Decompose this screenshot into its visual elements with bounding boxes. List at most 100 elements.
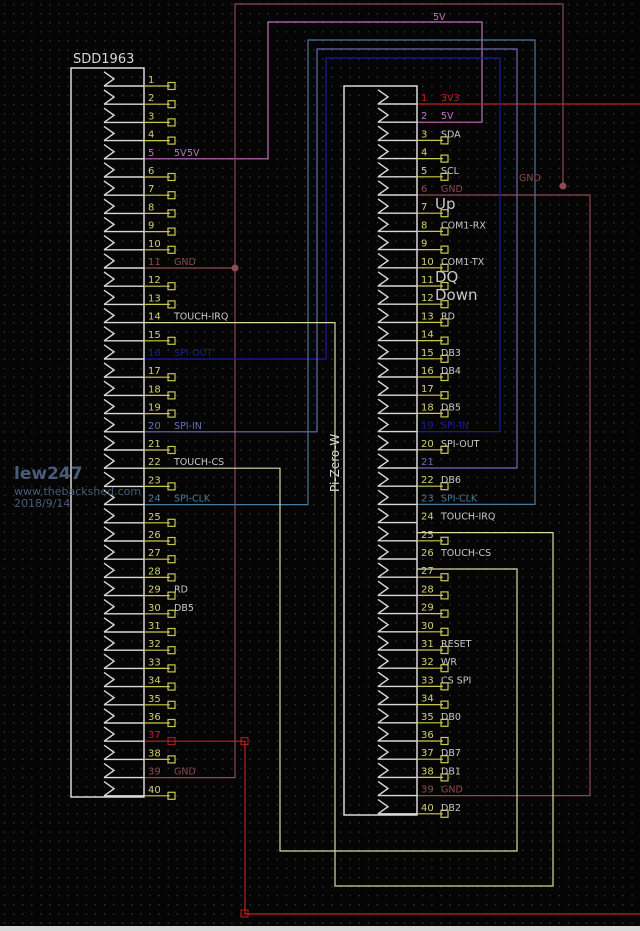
sdd1963-pin-terminal-28[interactable] xyxy=(167,573,176,582)
wire-spi-out[interactable] xyxy=(144,57,501,433)
sdd1963-pin-terminal-30[interactable] xyxy=(167,609,176,618)
pizero-pin-terminal-33[interactable] xyxy=(440,682,449,691)
wire-spi-clk[interactable] xyxy=(144,39,536,506)
pizero-pin-terminal-31[interactable] xyxy=(440,645,449,655)
sdd1963-pin-terminal-31[interactable] xyxy=(167,627,176,637)
pizero-pin-label-33: CS SPI xyxy=(441,675,471,686)
sdd1963-pin-terminal-40[interactable] xyxy=(167,791,176,800)
pizero-pin-number-14: 14 xyxy=(421,330,434,341)
pizero-pin-terminal-10[interactable] xyxy=(440,263,449,272)
sdd1963-pin-spring xyxy=(103,653,116,669)
pizero-pin-terminal-11[interactable] xyxy=(440,281,449,291)
sdd1963-pin-terminal-38[interactable] xyxy=(167,755,176,764)
sdd1963-pin-spring xyxy=(103,107,116,123)
wire-3v3-left[interactable] xyxy=(144,740,640,915)
pizero-pin-number-24: 24 xyxy=(421,512,434,523)
sdd1963-pin-terminal-35[interactable] xyxy=(167,700,176,709)
sdd1963-pin-terminal-19[interactable] xyxy=(167,409,176,418)
pizero-pin-number-8: 8 xyxy=(421,220,427,231)
wire-gnd-pi-loop[interactable] xyxy=(417,194,591,797)
pizero-pin-label-12: Down xyxy=(435,286,478,304)
sdd1963-pin-terminal-2[interactable] xyxy=(167,100,176,109)
sdd1963-pin-number-13: 13 xyxy=(148,293,161,304)
sdd1963-pin-terminal-12[interactable] xyxy=(167,282,176,291)
pizero-pin-spring xyxy=(377,344,390,360)
pizero-pin-terminal-22[interactable] xyxy=(440,482,449,491)
wire-5v[interactable] xyxy=(144,21,483,160)
pizero-pin-terminal-28[interactable] xyxy=(440,591,449,600)
pizero-pin-terminal-4[interactable] xyxy=(440,154,449,163)
terminal-3v3-bottom[interactable] xyxy=(240,909,249,918)
sdd1963-pin-terminal-17[interactable] xyxy=(167,373,176,382)
pizero-pin-terminal-35[interactable] xyxy=(440,718,449,727)
horizontal-scrollbar[interactable] xyxy=(0,926,640,931)
terminal-3v3-corner[interactable] xyxy=(240,737,249,746)
wire-gnd-left-loop[interactable] xyxy=(144,268,236,779)
pizero-pin-terminal-17[interactable] xyxy=(440,391,449,400)
pizero-pin-terminal-36[interactable] xyxy=(440,736,449,746)
sdd1963-pin-terminal-1[interactable] xyxy=(167,81,176,91)
pizero-pin-number-17: 17 xyxy=(421,384,434,395)
sdd1963-pin-spring xyxy=(103,489,116,506)
sdd1963-pin-terminal-32[interactable] xyxy=(167,646,176,655)
pizero-pin-terminal-13[interactable] xyxy=(440,318,449,327)
sdd1963-pin-terminal-36[interactable] xyxy=(167,718,176,728)
pizero-pin-terminal-38[interactable] xyxy=(440,773,449,782)
wire-touch-irq[interactable] xyxy=(144,322,554,887)
sdd1963-pin-spring xyxy=(103,635,116,651)
pizero-pin-number-26: 26 xyxy=(421,548,434,559)
sdd1963-pin-number-3: 3 xyxy=(148,111,154,122)
pizero-pin-number-36: 36 xyxy=(421,730,434,741)
sdd1963-pin-terminal-15[interactable] xyxy=(167,336,176,345)
sdd1963-pin-number-9: 9 xyxy=(148,221,154,232)
pizero-pin-terminal-29[interactable] xyxy=(440,609,449,618)
sdd1963-pin-spring xyxy=(103,690,116,706)
pizero-pin-terminal-32[interactable] xyxy=(440,664,449,673)
sdd1963-pin-terminal-9[interactable] xyxy=(167,227,176,236)
wire-spi-in[interactable] xyxy=(144,48,518,469)
sdd1963-pin-terminal-8[interactable] xyxy=(167,209,176,218)
pizero-pin-terminal-37[interactable] xyxy=(440,755,449,764)
sdd1963-pin-terminal-18[interactable] xyxy=(167,391,176,400)
pizero-pin-spring xyxy=(377,799,390,815)
sdd1963-pin-terminal-7[interactable] xyxy=(167,191,176,200)
sdd1963-pin-terminal-25[interactable] xyxy=(167,518,176,527)
pizero-pin-terminal-27[interactable] xyxy=(440,573,449,582)
pizero-pin-terminal-3[interactable] xyxy=(440,136,449,145)
sdd1963-pin-terminal-34[interactable] xyxy=(167,682,176,691)
sdd1963-pin-terminal-6[interactable] xyxy=(167,172,176,182)
wire-touch-cs[interactable] xyxy=(144,467,518,852)
sdd1963-pin-terminal-21[interactable] xyxy=(167,445,176,455)
pizero-pin-terminal-14[interactable] xyxy=(440,336,449,345)
pizero-pin-terminal-30[interactable] xyxy=(440,627,449,636)
pizero-pin-terminal-9[interactable] xyxy=(440,245,449,254)
sdd1963-pin-terminal-3[interactable] xyxy=(167,118,176,127)
pizero-pin-terminal-18[interactable] xyxy=(440,409,449,418)
pizero-pin-terminal-34[interactable] xyxy=(440,700,449,709)
pizero-pin-terminal-16[interactable] xyxy=(440,372,449,382)
sdd1963-pin-terminal-26[interactable] xyxy=(167,536,176,546)
sdd1963-pin-terminal-13[interactable] xyxy=(167,300,176,309)
sdd1963-pin-terminal-4[interactable] xyxy=(167,136,176,145)
sdd1963-pin-terminal-29[interactable] xyxy=(167,591,176,600)
pizero-pin-terminal-15[interactable] xyxy=(440,354,449,363)
pizero-pin-terminal-40[interactable] xyxy=(440,809,449,818)
sdd1963-pin-terminal-10[interactable] xyxy=(167,245,176,254)
sdd1963-pin-spring xyxy=(103,762,116,779)
pizero-pin-terminal-7[interactable] xyxy=(440,209,449,218)
pizero-pin-terminal-8[interactable] xyxy=(440,227,449,236)
pizero-pin-number-33: 33 xyxy=(421,675,434,686)
pizero-pin-terminal-20[interactable] xyxy=(440,445,449,454)
pizero-pin-label-15: DB3 xyxy=(441,348,461,359)
pizero-pin-terminal-12[interactable] xyxy=(440,300,449,309)
wire-gnd-top[interactable] xyxy=(144,3,564,269)
sdd1963-pin-number-17: 17 xyxy=(148,366,161,377)
sdd1963-pin-terminal-27[interactable] xyxy=(167,555,176,564)
pizero-pin-terminal-5[interactable] xyxy=(440,172,449,181)
pizero-pin-number-29: 29 xyxy=(421,603,434,614)
sdd1963-pin-terminal-23[interactable] xyxy=(167,482,176,491)
terminal-3v3-left[interactable] xyxy=(167,737,176,746)
pizero-pin-terminal-25[interactable] xyxy=(440,536,449,545)
sdd1963-pin-terminal-33[interactable] xyxy=(167,664,176,673)
